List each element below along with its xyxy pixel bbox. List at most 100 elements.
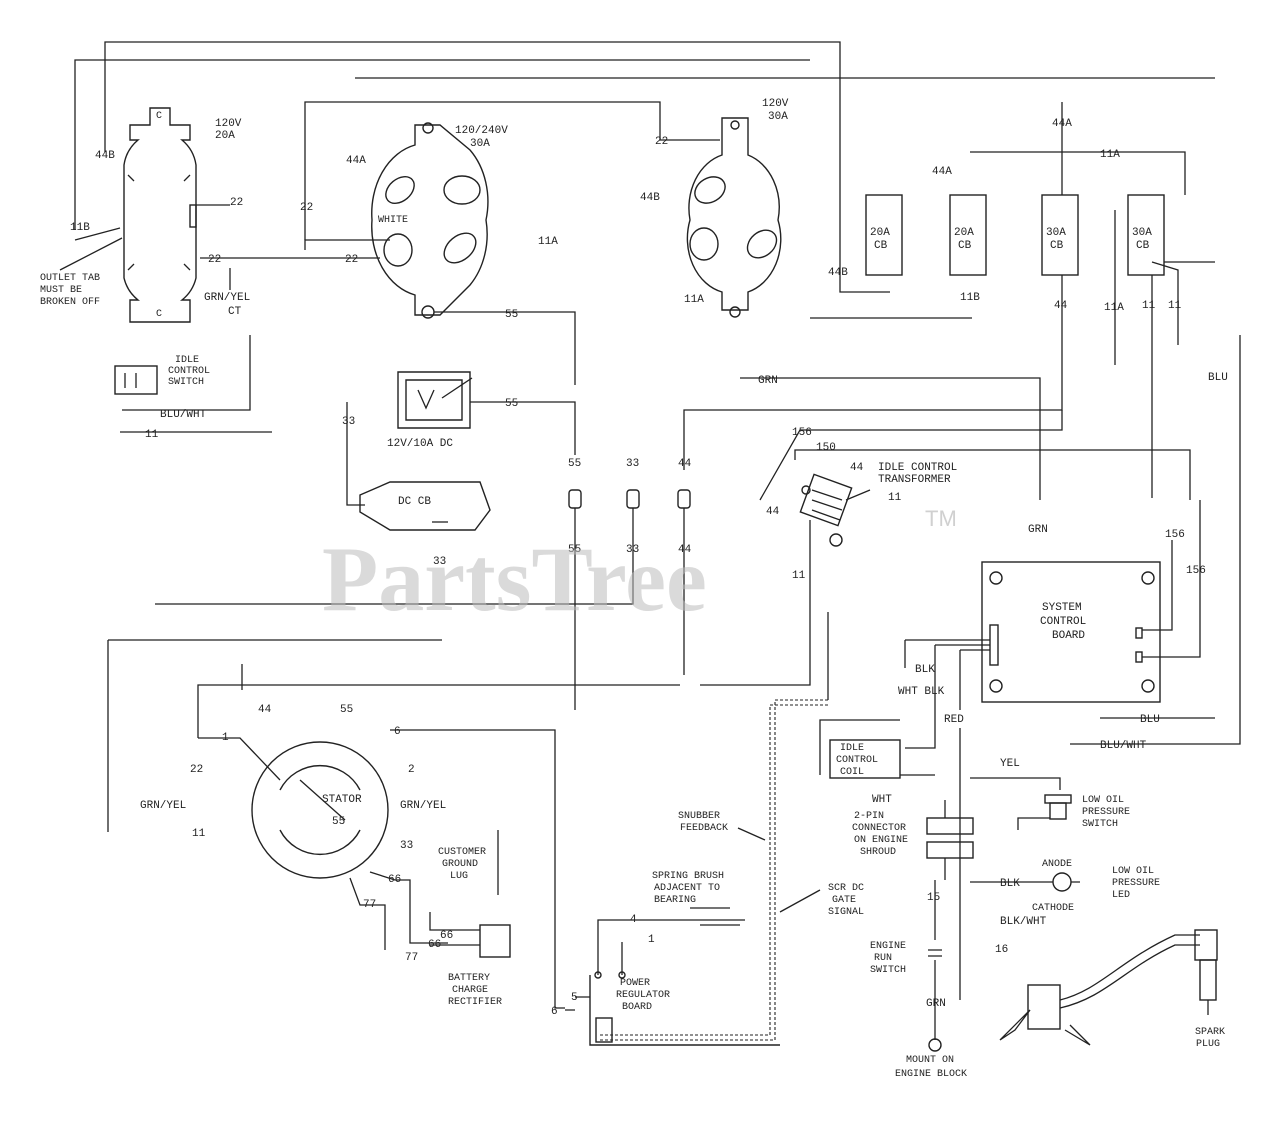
svg-text:44: 44 xyxy=(678,544,692,556)
svg-text:30A: 30A xyxy=(768,111,788,123)
svg-text:WHITE: WHITE xyxy=(378,215,408,226)
svg-text:66: 66 xyxy=(440,930,453,942)
svg-text:ON ENGINE: ON ENGINE xyxy=(854,835,908,846)
svg-text:44: 44 xyxy=(850,462,864,474)
top-wires xyxy=(74,41,1215,319)
wire-label: GRN/YEL xyxy=(204,292,250,304)
wire-label: CT xyxy=(228,306,242,318)
svg-text:SYSTEM: SYSTEM xyxy=(1042,602,1082,614)
idle-control-coil: BLK WHT BLK RED IDLE CONTROL COIL xyxy=(819,640,964,1000)
r20-volts: 120V xyxy=(215,118,242,130)
receptacle-120v-20a: C C 120V 20A 22 22 44B 11B GRN/YEL CT xyxy=(70,107,380,323)
svg-text:REGULATOR: REGULATOR xyxy=(616,990,670,1001)
svg-text:GRN: GRN xyxy=(1028,524,1048,536)
svg-text:RUN: RUN xyxy=(874,953,892,964)
svg-text:77: 77 xyxy=(363,899,376,911)
cb4-label: CB xyxy=(1136,240,1150,252)
cb2-label: CB xyxy=(958,240,972,252)
svg-text:1: 1 xyxy=(648,934,655,946)
svg-text:PRESSURE: PRESSURE xyxy=(1082,807,1130,818)
outlet-tab-note: BROKEN OFF xyxy=(40,297,100,308)
svg-text:WHT BLK: WHT BLK xyxy=(898,686,945,698)
svg-text:BLU: BLU xyxy=(1208,372,1228,384)
svg-text:STATOR: STATOR xyxy=(322,794,362,806)
svg-text:IDLE: IDLE xyxy=(175,355,199,366)
receptacle-120v-30a: 120V 30A 22 44B 11A xyxy=(640,98,789,318)
svg-text:11: 11 xyxy=(192,828,206,840)
cb2-amps: 20A xyxy=(954,227,974,239)
svg-text:SCR DC: SCR DC xyxy=(828,883,864,894)
battery-charge-rectifier: 66 66 77 BATTERY CHARGE RECTIFIER xyxy=(405,912,511,1008)
svg-text:CONTROL: CONTROL xyxy=(1040,616,1086,628)
svg-text:55: 55 xyxy=(505,398,518,410)
power-regulator-board: 5 6 4 1 POWER REGULATOR BOARD SPRING BRU… xyxy=(551,699,830,1046)
svg-text:CONTROL: CONTROL xyxy=(836,755,878,766)
svg-text:16: 16 xyxy=(995,944,1008,956)
svg-text:44B: 44B xyxy=(640,192,660,204)
svg-text:11A: 11A xyxy=(1104,302,1124,314)
circuit-breakers: 20A CB 20A CB 30A CB 30A CB 44A 44A 11A … xyxy=(683,118,1241,752)
svg-text:33: 33 xyxy=(342,416,355,428)
svg-text:11: 11 xyxy=(792,570,806,582)
watermark-tm: TM xyxy=(925,506,957,531)
svg-text:44: 44 xyxy=(678,458,692,470)
svg-text:33: 33 xyxy=(400,840,413,852)
svg-text:GRN/YEL: GRN/YEL xyxy=(140,800,186,812)
svg-text:11A: 11A xyxy=(538,236,558,248)
watermark: PartsTree TM xyxy=(322,506,957,630)
cb3-label: CB xyxy=(1050,240,1064,252)
snubber-feedback: SNUBBER FEEDBACK xyxy=(678,612,829,841)
outlet-tab-note: MUST BE xyxy=(40,285,82,296)
svg-text:CUSTOMER: CUSTOMER xyxy=(438,847,486,858)
svg-text:30A: 30A xyxy=(470,138,490,150)
svg-text:156: 156 xyxy=(792,427,812,439)
svg-text:11: 11 xyxy=(1142,300,1156,312)
svg-text:GATE: GATE xyxy=(832,895,856,906)
svg-text:22: 22 xyxy=(345,254,358,266)
cb3-amps: 30A xyxy=(1046,227,1066,239)
svg-text:CONTROL: CONTROL xyxy=(168,366,210,377)
svg-text:44A: 44A xyxy=(1052,118,1072,130)
ignition: 16 SPARK PLUG xyxy=(995,929,1225,1050)
svg-text:66: 66 xyxy=(428,939,441,951)
cb4-amps: 30A xyxy=(1132,227,1152,239)
watermark-text: PartsTree xyxy=(322,528,707,630)
svg-text:CONNECTOR: CONNECTOR xyxy=(852,823,906,834)
svg-text:44: 44 xyxy=(766,506,780,518)
svg-text:SWITCH: SWITCH xyxy=(1082,819,1118,830)
svg-text:BOARD: BOARD xyxy=(622,1002,652,1013)
svg-text:44: 44 xyxy=(258,704,272,716)
svg-text:PLUG: PLUG xyxy=(1196,1039,1220,1050)
svg-text:66: 66 xyxy=(388,874,401,886)
svg-text:RED: RED xyxy=(944,714,964,726)
wire-label: 22 xyxy=(208,254,221,266)
svg-text:5: 5 xyxy=(571,992,578,1004)
svg-text:POWER: POWER xyxy=(620,978,650,989)
svg-text:LOW OIL: LOW OIL xyxy=(1112,866,1154,877)
wire-label: 44B xyxy=(95,150,115,162)
svg-text:4: 4 xyxy=(630,914,637,926)
svg-text:YEL: YEL xyxy=(1000,758,1020,770)
svg-text:BEARING: BEARING xyxy=(654,895,696,906)
svg-text:ENGINE: ENGINE xyxy=(870,941,906,952)
dc-breaker: DC CB 33 33 xyxy=(342,402,491,568)
system-control-board: SYSTEM CONTROL BOARD 156 156 BLU xyxy=(905,500,1215,726)
svg-text:TRANSFORMER: TRANSFORMER xyxy=(878,474,951,486)
svg-text:GRN: GRN xyxy=(926,998,946,1010)
svg-text:MOUNT ON: MOUNT ON xyxy=(906,1055,954,1066)
svg-text:6: 6 xyxy=(394,726,401,738)
dc-outlet: 55 12V/10A DC xyxy=(387,371,576,455)
svg-text:BATTERY: BATTERY xyxy=(448,973,490,984)
connectors: 55 55 33 33 44 44 xyxy=(107,458,692,832)
svg-text:11: 11 xyxy=(888,492,902,504)
svg-text:11B: 11B xyxy=(960,292,980,304)
svg-text:156: 156 xyxy=(1186,565,1206,577)
cb1-label: CB xyxy=(874,240,888,252)
svg-text:RECTIFIER: RECTIFIER xyxy=(448,997,502,1008)
svg-text:CATHODE: CATHODE xyxy=(1032,903,1074,914)
wire-label: 22 xyxy=(230,197,243,209)
svg-text:55: 55 xyxy=(505,309,518,321)
svg-text:120V: 120V xyxy=(762,98,789,110)
svg-text:FEEDBACK: FEEDBACK xyxy=(680,823,728,834)
